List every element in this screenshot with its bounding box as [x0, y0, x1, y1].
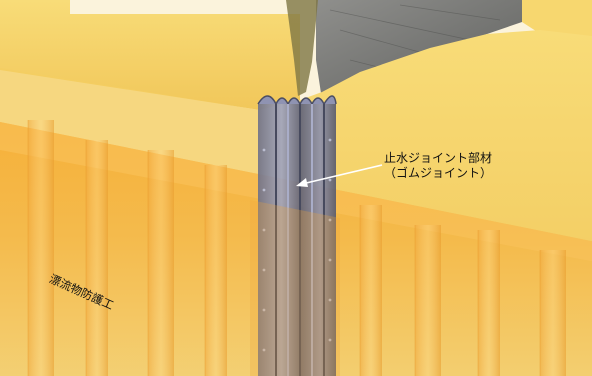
joint-label: 止水ジョイント部材 （ゴムジョイント） [384, 151, 492, 181]
post-edges [27, 120, 541, 376]
barrier-overlay [250, 200, 340, 376]
joint-label-line2: （ゴムジョイント） [384, 166, 493, 180]
upper-wall-left [0, 0, 300, 110]
barrier-posts [28, 120, 566, 376]
wall-gap [286, 0, 318, 96]
rubber-joint [257, 95, 337, 376]
joint-label-line1: 止水ジョイント部材 [384, 151, 493, 165]
concrete-texture [329, 4, 501, 71]
callout-arrow [296, 164, 383, 187]
